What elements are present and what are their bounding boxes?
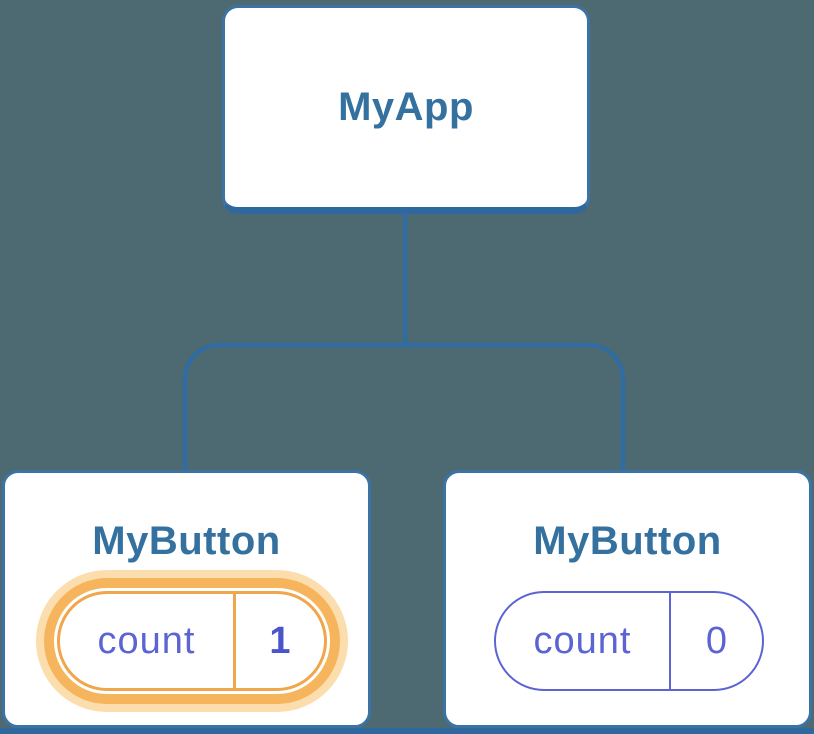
pill-divider <box>233 594 236 688</box>
node-label-mybutton-right: MyButton <box>533 519 722 563</box>
state-value: 1 <box>269 619 291 662</box>
state-pill: count 0 <box>494 591 764 691</box>
bottom-edge-bar <box>0 728 814 734</box>
state-pill-highlighted: count 1 <box>57 591 327 691</box>
node-label-myapp: MyApp <box>338 85 474 129</box>
pill-divider <box>669 593 671 689</box>
node-label-mybutton-left: MyButton <box>92 519 281 563</box>
connector-stem <box>403 212 407 345</box>
connector-bracket <box>183 343 625 473</box>
state-name: count <box>97 619 196 662</box>
component-node-mybutton-left: MyButton count 1 <box>2 470 371 728</box>
state-value: 0 <box>705 619 728 662</box>
component-node-mybutton-right: MyButton count 0 <box>443 470 812 728</box>
state-name: count <box>533 619 632 662</box>
component-node-myapp: MyApp <box>222 5 590 214</box>
